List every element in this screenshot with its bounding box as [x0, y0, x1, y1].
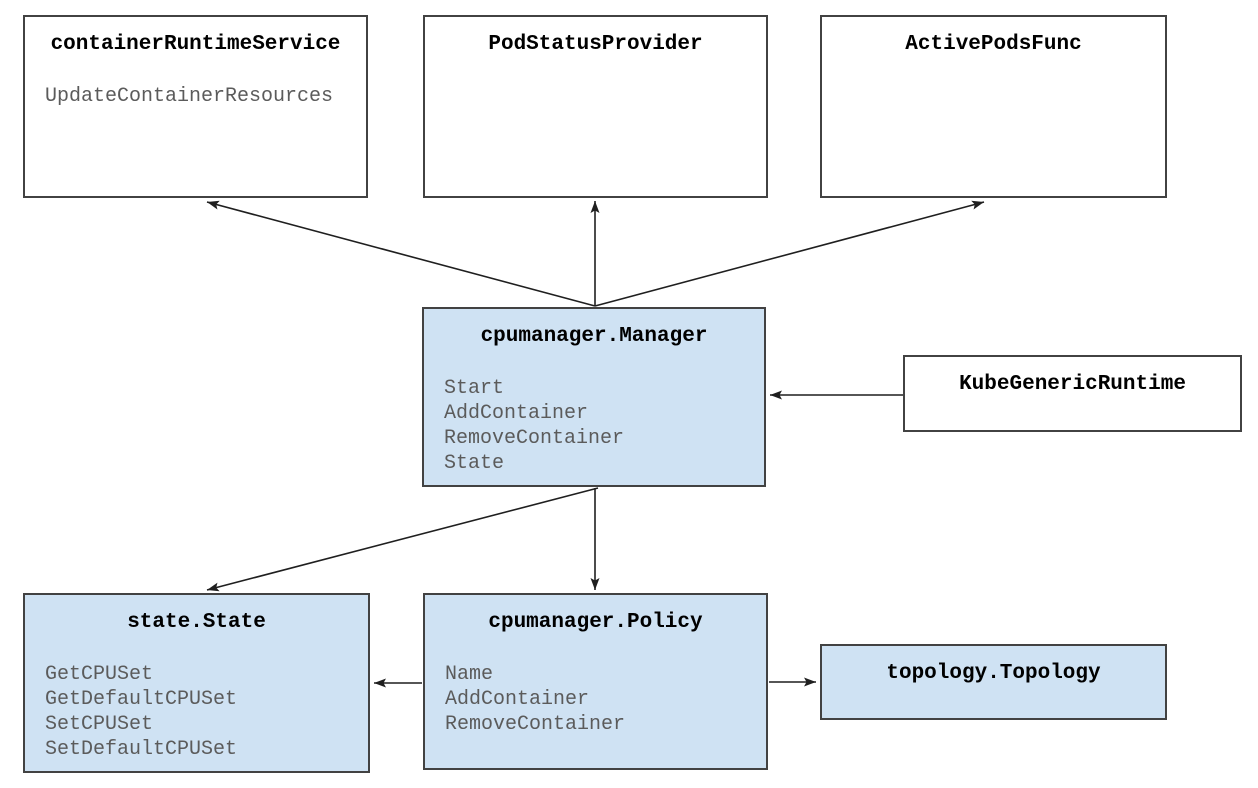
- arrow-cpumanager-manager-to-activepodsfunc: [594, 200, 985, 307]
- box-title: state.State: [127, 611, 266, 634]
- box-title: ActivePodsFunc: [905, 33, 1082, 56]
- arrow-cpumanager-manager-to-containerruntimeservice: [206, 200, 596, 307]
- box-title: containerRuntimeService: [50, 33, 341, 56]
- box-activepodsfunc: ActivePodsFunc: [820, 15, 1167, 198]
- box-title: KubeGenericRuntime: [959, 373, 1186, 396]
- box-title: cpumanager.Manager: [480, 325, 708, 348]
- box-kubegenericruntime: KubeGenericRuntime: [903, 355, 1242, 432]
- box-method: RemoveContainer: [445, 713, 626, 736]
- box-method: SetCPUSet: [45, 713, 154, 736]
- box-method: AddContainer: [445, 688, 590, 711]
- box-title: cpumanager.Policy: [488, 611, 703, 634]
- box-method-list: UpdateContainerResources: [25, 84, 366, 109]
- box-topology-topology: topology.Topology: [820, 644, 1167, 720]
- box-podstatusprovider: PodStatusProvider: [423, 15, 768, 198]
- box-method: GetCPUSet: [45, 663, 154, 686]
- box-method: GetDefaultCPUSet: [45, 688, 238, 711]
- box-method: UpdateContainerResources: [45, 85, 334, 108]
- box-method: State: [444, 452, 505, 475]
- arrow-cpumanager-manager-to-state-state: [206, 487, 599, 592]
- box-method: SetDefaultCPUSet: [45, 738, 238, 761]
- box-method: Name: [445, 663, 494, 686]
- box-method: RemoveContainer: [444, 427, 625, 450]
- box-method: Start: [444, 377, 505, 400]
- box-title: PodStatusProvider: [488, 33, 703, 56]
- box-title: topology.Topology: [886, 662, 1101, 685]
- box-method: AddContainer: [444, 402, 589, 425]
